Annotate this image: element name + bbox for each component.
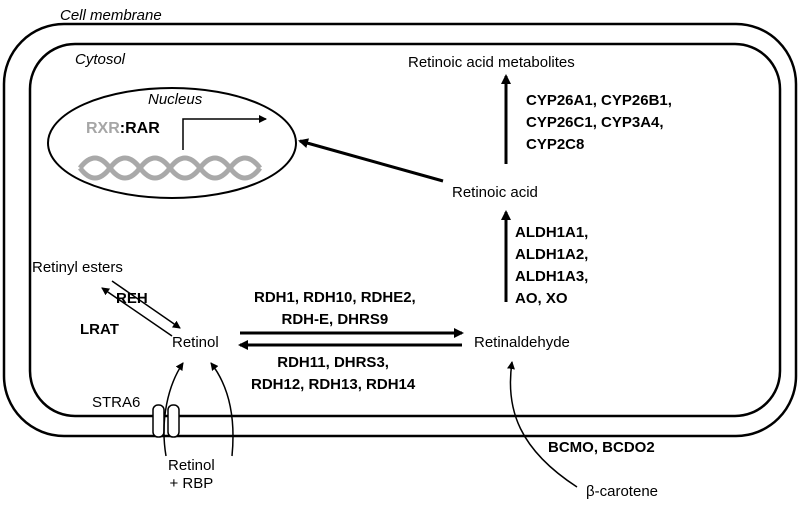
- aldh-enzyme-list: ALDH1A1, ALDH1A2, ALDH1A3, AO, XO: [515, 222, 588, 310]
- retinyl-esters-label: Retinyl esters: [32, 259, 123, 276]
- rdh-forward-line: RDH-E, DHRS9: [281, 311, 389, 328]
- rdh-reverse-line: RDH12, RDH13, RDH14: [251, 376, 416, 393]
- stra6-label: STRA6: [92, 394, 141, 411]
- receptor-separator: :: [119, 120, 126, 137]
- rdh-reverse-line: RDH11, DHRS3,: [277, 354, 389, 371]
- arrow-ra-to-nucleus: [298, 138, 444, 183]
- nucleus-ellipse: [47, 87, 297, 199]
- aldh-enzyme-line: ALDH1A1,: [515, 224, 589, 241]
- rxr-label: RXR: [86, 120, 120, 137]
- reh-label: REH: [116, 290, 148, 307]
- arrow-carotene-to-retinaldehyde: [507, 361, 578, 488]
- retinol-rbp-line1: Retinol: [168, 457, 215, 474]
- cyp-enzyme-list: CYP26A1, CYP26B1, CYP26C1, CYP3A4, CYP2C…: [526, 90, 672, 156]
- cytosol-label: Cytosol: [75, 51, 126, 68]
- retinol-label: Retinol: [172, 334, 219, 351]
- stra6-channel-right: [167, 404, 180, 438]
- rar-label: RAR: [125, 120, 160, 137]
- cell-membrane-inner: [28, 42, 782, 418]
- transcription-arrow: [182, 115, 267, 150]
- cyp-enzyme-line: CYP26A1, CYP26B1,: [526, 92, 672, 109]
- rdh-forward-line: RDH1, RDH10, RDHE2,: [254, 289, 416, 306]
- rdh-forward-enzyme-list: RDH1, RDH10, RDHE2, RDH-E, DHRS9: [254, 287, 416, 331]
- rdh-reverse-enzyme-list: RDH11, DHRS3, RDH12, RDH13, RDH14: [251, 352, 415, 396]
- arrow-retinol-to-esters: [101, 287, 173, 337]
- arrow-esters-to-retinol: [111, 280, 181, 329]
- aldh-enzyme-line: AO, XO: [515, 290, 568, 307]
- retinoic-acid-label: Retinoic acid: [452, 184, 538, 201]
- cell-membrane-outer: [2, 22, 798, 438]
- retinoic-acid-metabolites-label: Retinoic acid metabolites: [408, 54, 575, 71]
- rxr-rar-label: RXR:RAR: [86, 121, 160, 137]
- cyp-enzyme-line: CYP2C8: [526, 136, 585, 153]
- bcmo-label: BCMO, BCDO2: [548, 439, 655, 456]
- cell-membrane-label: Cell membrane: [60, 7, 162, 24]
- lrat-label: LRAT: [80, 321, 119, 338]
- stra6-channel-left: [152, 404, 165, 438]
- beta-carotene-label: β-carotene: [586, 483, 658, 500]
- retinol-rbp-label: Retinol + RBP: [168, 457, 215, 493]
- retinol-rbp-line2: + RBP: [169, 475, 214, 492]
- aldh-enzyme-line: ALDH1A2,: [515, 246, 589, 263]
- aldh-enzyme-line: ALDH1A3,: [515, 268, 589, 285]
- arrow-rbp-uptake: [210, 362, 234, 457]
- cyp-enzyme-line: CYP26C1, CYP3A4,: [526, 114, 664, 131]
- retinaldehyde-label: Retinaldehyde: [474, 334, 570, 351]
- dna-strand-b: [78, 155, 262, 181]
- nucleus-label: Nucleus: [148, 91, 203, 108]
- arrow-stra6-uptake: [163, 362, 184, 457]
